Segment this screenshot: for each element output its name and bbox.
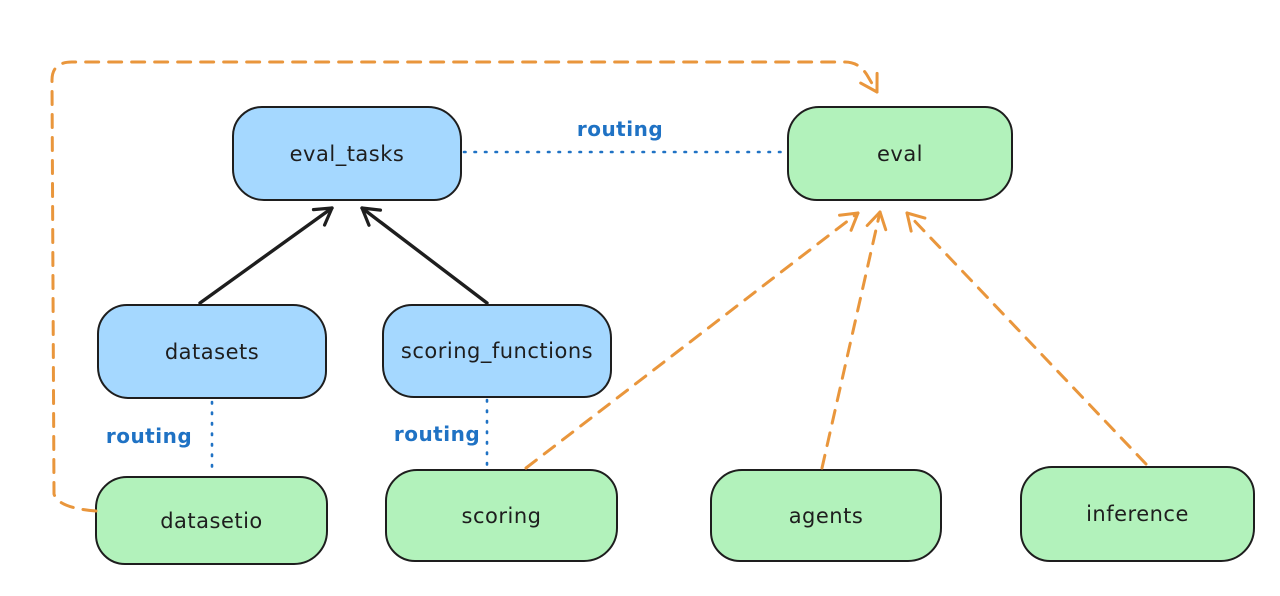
edge-inference-to-eval [905,211,1148,466]
node-scoring-label: scoring [461,503,542,528]
edge-label-routing-eval-tasks-eval: routing [576,117,664,141]
node-agents-label: agents [788,503,864,528]
node-datasetio-label: datasetio [160,508,263,533]
node-eval: eval [787,106,1013,201]
node-inference-label: inference [1086,502,1189,526]
node-datasets-label: datasets [164,339,260,364]
node-datasetio: datasetio [95,476,328,565]
node-scoring: scoring [385,469,618,562]
node-agents: agents [710,469,942,562]
edge-datasets-to-eval-tasks [198,206,334,305]
node-eval-label: eval [876,141,924,166]
node-datasets: datasets [97,304,327,399]
node-scoring-functions: scoring_functions [382,304,612,398]
node-scoring-functions-label: scoring_functions [400,339,594,363]
edge-agents-to-eval [820,210,888,470]
edge-label-routing-datasets-datasetio: routing [105,424,193,448]
edge-label-routing-scoring-functions-scoring: routing [393,422,481,446]
node-eval-tasks: eval_tasks [232,106,462,201]
edge-scoring-functions-to-eval-tasks [360,206,489,305]
node-inference: inference [1020,466,1255,562]
node-eval-tasks-label: eval_tasks [289,141,405,166]
